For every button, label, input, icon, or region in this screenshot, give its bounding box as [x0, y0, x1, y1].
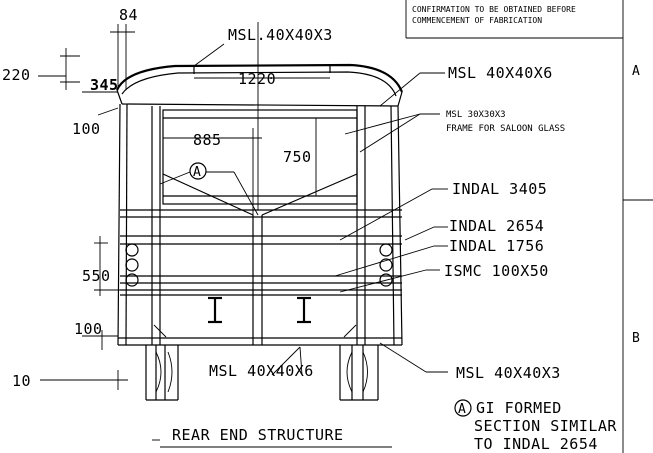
callout-gi-line3: TO INDAL 2654: [474, 435, 598, 453]
callout-msl-40x40x6: MSL 40X40X6: [448, 64, 553, 82]
drawing-title: REAR END STRUCTURE: [172, 426, 344, 444]
dim-10: 10: [12, 372, 31, 390]
dim-100-top: 100: [72, 120, 101, 138]
callout-indal-3405: INDAL 3405: [452, 180, 547, 198]
underframe-supports: [145, 345, 379, 401]
gi-marker-letter: A: [458, 402, 466, 417]
right-lamp-cluster: [379, 243, 393, 287]
callout-indal-2654: INDAL 2654: [449, 217, 544, 235]
dim-100-bottom: 100: [74, 320, 103, 338]
dim-345: 345: [90, 76, 119, 94]
leader-lines: [152, 43, 448, 441]
callout-msl-bottom-left: MSL 40X40X6: [209, 362, 314, 380]
callout-msl-30x30x3: MSL 30X30X3: [446, 110, 506, 120]
dim-885: 885: [193, 131, 222, 149]
dim-1220: 1220: [238, 70, 276, 88]
section-marker-letter: A: [193, 165, 201, 180]
callout-indal-1756: INDAL 1756: [449, 237, 544, 255]
body-outline: [115, 63, 404, 346]
fabrication-note-line1: CONFIRMATION TO BE OBTAINED BEFORE: [412, 5, 576, 14]
gi-marker-circle: [454, 399, 472, 417]
callout-gi-line2: SECTION SIMILAR: [474, 417, 617, 435]
callout-gi-line1: GI FORMED: [476, 399, 562, 417]
drawing-border: [405, 0, 653, 453]
dimension-lines: [38, 22, 330, 390]
dim-220: 220: [2, 66, 31, 84]
callout-msl-top: MSL.40X40X3: [228, 26, 333, 44]
left-lamp-cluster: [125, 243, 139, 287]
callout-ismc: ISMC 100X50: [444, 262, 549, 280]
dim-750: 750: [283, 148, 312, 166]
dim-550: 550: [82, 267, 111, 285]
dim-84: 84: [119, 6, 138, 24]
ismc-channel-left: [208, 296, 222, 324]
zone-label-a: A: [632, 64, 640, 79]
fabrication-note-line2: COMMENCEMENT OF FABRICATION: [412, 16, 542, 25]
callout-msl-bottom-right: MSL 40X40X3: [456, 364, 561, 382]
callout-frame-saloon-glass: FRAME FOR SALOON GLASS: [446, 124, 565, 134]
ismc-channel-right: [297, 296, 311, 324]
section-marker-circle: [189, 162, 207, 180]
zone-label-b: B: [632, 331, 640, 346]
